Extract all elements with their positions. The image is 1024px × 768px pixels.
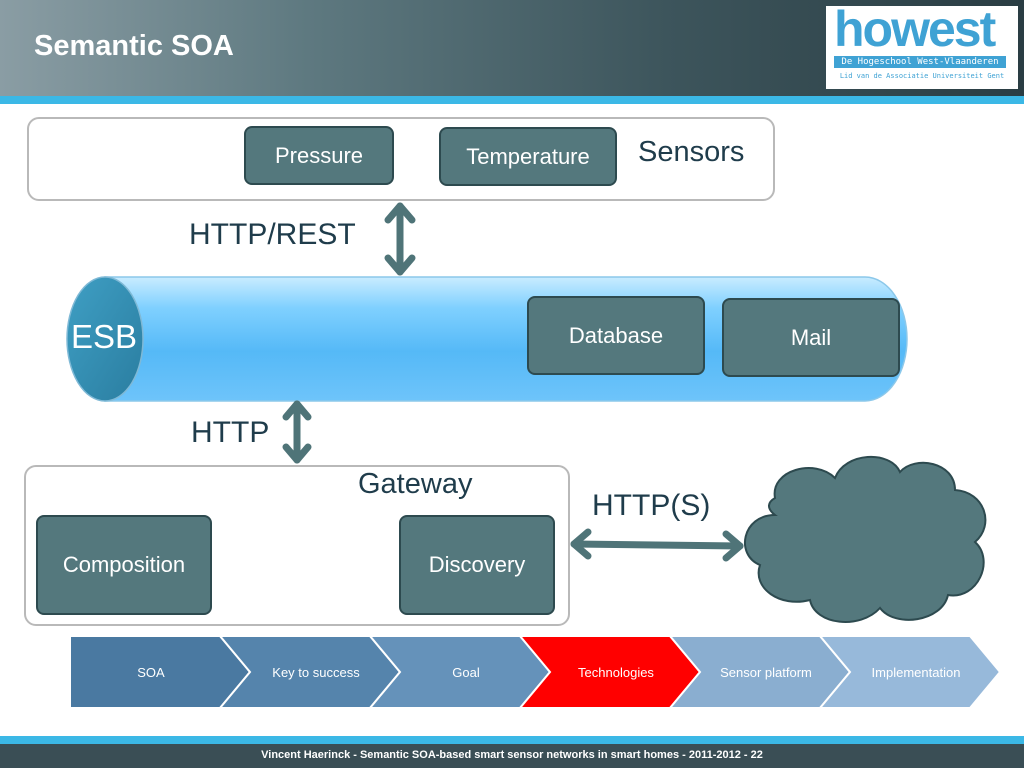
footer-text: Vincent Haerinck - Semantic SOA-based sm…: [261, 749, 763, 761]
slide-footer: [0, 744, 1024, 768]
https-arrow: [570, 528, 744, 562]
http-label: HTTP: [191, 416, 270, 449]
nav-step-sensor-platform[interactable]: Sensor platform: [668, 636, 852, 708]
section-navigation: SOA Key to success Goal Technologies Sensor …: [70, 636, 1000, 708]
esb-cylinder: [66, 276, 908, 402]
database-node: Database: [527, 296, 705, 375]
nav-step-technologies[interactable]: Technologies: [518, 636, 702, 708]
nav-step-label: SOA: [137, 665, 165, 680]
nav-step-label: Goal: [452, 665, 480, 680]
nav-step-label: Implementation: [872, 665, 961, 680]
nav-step-shape[interactable]: [368, 636, 552, 708]
composition-node: Composition: [36, 515, 212, 615]
http-rest-arrow: [384, 202, 416, 276]
logo-tagline: Lid van de Associatie Universiteit Gent: [839, 72, 1005, 80]
footer-accent-stripe: [0, 736, 1024, 744]
sensors-panel: [27, 117, 775, 201]
nav-step-goal[interactable]: Goal: [368, 636, 552, 708]
logo-subtitle: De Hogeschool West-Vlaanderen: [834, 56, 1006, 68]
pressure-node: Pressure: [244, 126, 394, 185]
temperature-node: Temperature: [439, 127, 617, 186]
mail-node: Mail: [722, 298, 900, 377]
nav-step-shape[interactable]: [818, 636, 1000, 708]
howest-logo: howest De Hogeschool West-Vlaanderen Lid…: [826, 1, 1018, 89]
nav-step-label: Sensor platform: [720, 665, 812, 680]
nav-step-key-to-success[interactable]: Key to success: [218, 636, 402, 708]
nav-step-shape[interactable]: [518, 636, 702, 708]
header-accent-stripe: [0, 96, 1024, 104]
logo-wordmark: howest: [834, 1, 996, 57]
gateway-label: Gateway: [358, 468, 473, 500]
nav-step-soa[interactable]: SOA: [70, 636, 252, 708]
nav-step-shape[interactable]: [668, 636, 852, 708]
nav-step-shape[interactable]: [218, 636, 402, 708]
cloud-shape: [744, 456, 987, 623]
nav-step-label: Key to success: [272, 665, 360, 680]
http-arrow: [282, 400, 312, 464]
discovery-node: Discovery: [399, 515, 555, 615]
esb-label: ESB: [71, 318, 138, 355]
nav-step-label: Technologies: [578, 665, 654, 680]
http-rest-label: HTTP/REST: [189, 218, 356, 251]
https-label: HTTP(S): [592, 489, 711, 522]
slide-title: Semantic SOA: [34, 30, 234, 62]
sensors-label: Sensors: [638, 136, 745, 168]
nav-step-implementation[interactable]: Implementation: [818, 636, 1000, 708]
